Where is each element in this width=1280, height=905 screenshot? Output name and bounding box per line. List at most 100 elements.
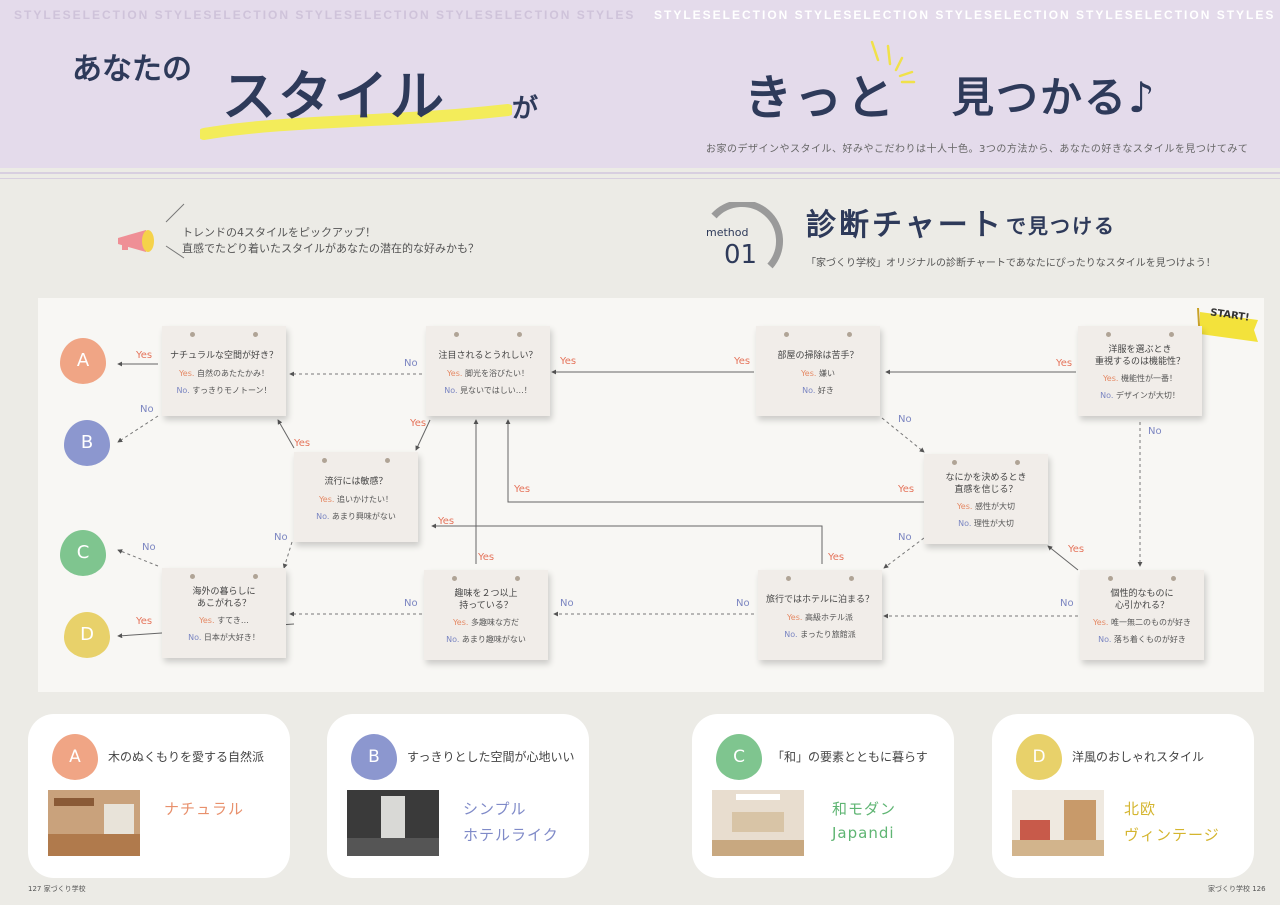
yes-answer: すてき… <box>217 616 249 625</box>
speech-lines <box>165 203 185 259</box>
style-name: 北欧 <box>1124 800 1157 818</box>
edge-label-yes: Yes <box>478 552 495 563</box>
edge-label-no: No <box>140 404 154 415</box>
megaphone-icon <box>118 230 154 252</box>
question-card: 注目されるとうれしい？ Yes. 脚光を浴びたい！ No. 見ないではしい…！ <box>426 326 550 416</box>
result-card-c: C 「和」の要素とともに暮らす 和モダン Japandi <box>692 714 954 878</box>
question-card: 洋服を選ぶとき 重視するのは機能性？ Yes. 機能性が一番！ No. デザイン… <box>1078 326 1202 416</box>
method-number: 01 <box>724 240 758 270</box>
interior-photo <box>1012 790 1104 856</box>
banner-text-right: STYLESELECTION STYLESELECTION STYLESELEC… <box>654 8 1274 22</box>
edge-label-yes: Yes <box>560 356 577 367</box>
question-card: 旅行ではホテルに泊まる？ Yes. 高級ホテル派 No. まったり旅館派 <box>758 570 882 660</box>
edge-label-no: No <box>560 598 574 609</box>
question-card: 海外の暮らしに あこがれる？ Yes. すてき… No. 日本が大好き！ <box>162 568 286 658</box>
interior-photo <box>347 790 439 856</box>
edge-label-yes: Yes <box>438 516 455 527</box>
no-answer: 見ないではしい…！ <box>460 386 532 395</box>
no-answer: 好き <box>817 386 834 395</box>
yes-answer: 自然のあたたかみ！ <box>197 369 269 378</box>
style-name: ナチュラル <box>164 800 245 818</box>
style-name: 和モダン <box>832 800 897 818</box>
question-text: 流行には敏感？ <box>324 477 388 487</box>
result-letter: C <box>716 734 762 780</box>
edge-label-no: No <box>404 598 418 609</box>
style-name: ホテルライク <box>463 826 559 844</box>
headline-style-word: スタイル <box>222 65 446 128</box>
edge-label-no: No <box>404 358 418 369</box>
style-name: ヴィンテージ <box>1124 826 1220 844</box>
result-letter: A <box>52 734 98 780</box>
question-text: なにかを決めるとき 直感を信じる？ <box>945 473 1027 495</box>
section-description: 「家づくり学校」オリジナルの診断チャートであなたにぴったりなスタイルを見つけよう… <box>806 258 1216 269</box>
headline-part: きっと <box>744 70 899 126</box>
yes-answer: 唯一無二のものが好き <box>1111 618 1191 627</box>
result-title: 洋風のおしゃれスタイル <box>1072 750 1205 764</box>
question-text: ナチュラルな空間が好き？ <box>169 351 278 361</box>
header-subtitle: お家のデザインやスタイル、好みやこだわりは十人十色。3つの方法から、あなたの好き… <box>706 144 1249 155</box>
style-name: シンプル <box>463 800 527 818</box>
edge-label-no: No <box>274 532 288 543</box>
headline-part: あなたの <box>72 52 192 87</box>
edge-label-yes: Yes <box>828 552 845 563</box>
banner-text-left: STYLESELECTION STYLESELECTION STYLESELEC… <box>14 8 634 22</box>
question-text: 注目されるとうれしい？ <box>438 351 538 361</box>
question-card: 流行には敏感？ Yes. 追いかけたい！ No. あまり興味がない <box>294 452 418 542</box>
edge-label-yes: Yes <box>514 484 531 495</box>
highlight-stroke <box>200 104 512 140</box>
question-text: 個性的なものに 心引かれる？ <box>1110 589 1174 611</box>
headline-part: 見つかる♪ <box>952 73 1157 122</box>
result-card-b: B すっきりとした空間が心地いい シンプル ホテルライク <box>327 714 589 878</box>
result-title: すっきりとした空間が心地いい <box>407 750 575 764</box>
question-card: 個性的なものに 心引かれる？ Yes. 唯一無二のものが好き No. 落ち着くも… <box>1080 570 1204 660</box>
no-answer: 日本が大好き！ <box>203 633 260 642</box>
no-answer: まったり旅館派 <box>800 630 856 639</box>
method-label: method <box>706 226 749 239</box>
no-answer: すっきりモノトーン！ <box>192 386 272 395</box>
no-answer: 落ち着くものが好き <box>1113 635 1186 644</box>
yes-answer: 嫌い <box>819 369 835 378</box>
question-card: 部屋の掃除は苦手？ Yes. 嫌い No. 好き <box>756 326 880 416</box>
intro-text: 直感でたどり着いたスタイルがあなたの潜在的な好みかも？ <box>182 242 479 255</box>
no-answer: 理性が大切 <box>973 519 1014 528</box>
yes-answer: 脚光を浴びたい！ <box>465 369 529 378</box>
interior-photo <box>48 790 140 856</box>
yes-answer: 機能性が一番！ <box>1121 374 1177 383</box>
question-card: ナチュラルな空間が好き？ Yes. 自然のあたたかみ！ No. すっきりモノトー… <box>162 326 286 416</box>
edge-label-no: No <box>1148 426 1162 437</box>
interior-photo <box>712 790 804 856</box>
headline-part: が <box>512 94 539 124</box>
edge-label-no: No <box>898 414 912 425</box>
edge-label-yes: Yes <box>294 438 311 449</box>
result-badge-d: D <box>64 612 110 658</box>
yes-answer: 追いかけたい！ <box>337 495 393 504</box>
no-answer: あまり興味がない <box>331 512 396 521</box>
result-badge-a: A <box>60 338 106 384</box>
folio-left: 127 家づくり学校 <box>28 885 86 893</box>
spark-icon <box>870 40 916 84</box>
result-card-a: A 木のぬくもりを愛する自然派 ナチュラル <box>28 714 290 878</box>
flow-connectors <box>117 361 1143 639</box>
question-card: 趣味を２つ以上 持っている？ Yes. 多趣味な方だ No. あまり趣味がない <box>424 570 548 660</box>
header-band <box>0 0 1280 168</box>
edge-label-yes: Yes <box>1068 544 1085 555</box>
section-title: 診断チャート <box>806 208 1004 243</box>
result-title: 「和」の要素とともに暮らす <box>772 750 928 764</box>
result-title: 木のぬくもりを愛する自然派 <box>108 750 265 764</box>
result-letter: D <box>1016 734 1062 780</box>
edge-label-yes: Yes <box>898 484 915 495</box>
question-text: 部屋の掃除は苦手？ <box>777 351 859 361</box>
divider <box>0 172 1280 174</box>
question-text: 海外の暮らしに あこがれる？ <box>192 587 256 609</box>
edge-label-yes: Yes <box>734 356 751 367</box>
edge-label-yes: Yes <box>1056 358 1073 369</box>
folio-right: 家づくり学校 126 <box>1208 885 1266 893</box>
style-name: Japandi <box>832 824 895 842</box>
edge-label-no: No <box>898 532 912 543</box>
result-badge-b: B <box>64 420 110 466</box>
result-letter: B <box>351 734 397 780</box>
yes-answer: 高級ホテル派 <box>805 613 853 622</box>
question-text: 洋服を選ぶとき 重視するのは機能性？ <box>1094 345 1185 367</box>
question-text: 旅行ではホテルに泊まる？ <box>765 595 874 605</box>
question-card: なにかを決めるとき 直感を信じる？ Yes. 感性が大切 No. 理性が大切 <box>924 454 1048 544</box>
